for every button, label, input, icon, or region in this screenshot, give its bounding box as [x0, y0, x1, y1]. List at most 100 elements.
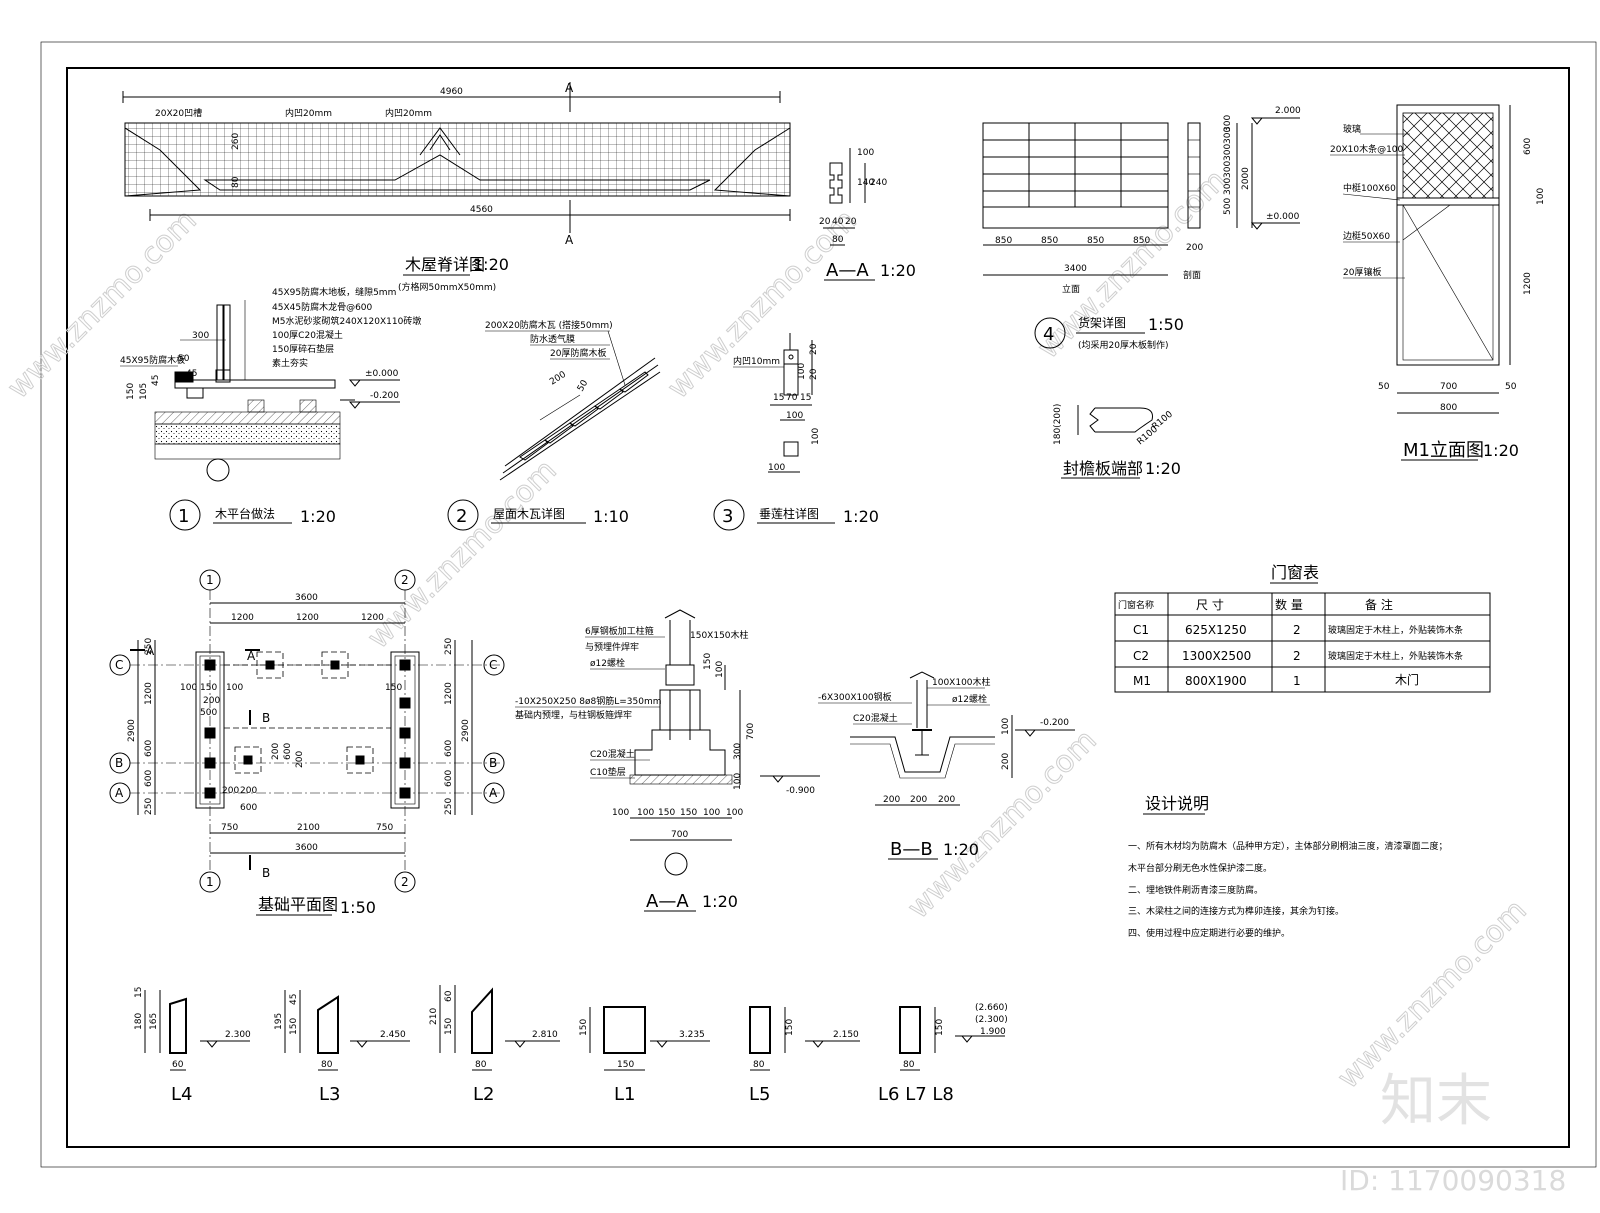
fp-inner-dim: 150 [385, 683, 402, 693]
beam-dim: 60 [444, 990, 454, 1002]
shelf-height: 500 [1223, 198, 1233, 215]
table-cell: 玻璃固定于木柱上，外贴装饰木条 [1328, 650, 1463, 662]
table-title: 门窗表 [1271, 563, 1319, 582]
table-header: 数 量 [1275, 597, 1303, 612]
detail1-layer: 45X95防腐木地板，缝隙5mm [272, 286, 396, 298]
shelf-height: 300 [1223, 161, 1233, 178]
watermark: www.znzmo.com www.znzmo.com www.znzmo.co… [0, 163, 1566, 1197]
fp-inner-dim: 600 [283, 743, 293, 760]
bb-label: -6X300X100钢板 [818, 691, 892, 703]
aa-label: ø12螺栓 [590, 657, 625, 669]
fp-dim-right: 600 [444, 740, 454, 757]
eave-title: 封檐板端部 [1063, 459, 1143, 478]
fp-dim-top: 1200 [361, 613, 384, 623]
aa-label: 与预埋件焊牢 [585, 641, 639, 653]
fp-section-a: A [247, 649, 256, 663]
fp-inner-dim: 100 [226, 683, 243, 693]
bb-dim: 200 [938, 795, 955, 805]
detail1-layer: 45X45防腐木龙骨@600 [272, 301, 373, 313]
fp-dim-bottom-total: 3600 [295, 843, 318, 853]
aa-dim: 150 [703, 653, 713, 670]
aa-small-dim: 40 [832, 217, 844, 227]
shelf-col-dim: 850 [1087, 236, 1104, 246]
bb-dim: 200 [883, 795, 900, 805]
bb-label: 100X100木柱 [932, 676, 991, 688]
eave-board-end: 180(200) R100 R100 封檐板端部 1:20 [1053, 404, 1181, 479]
table-cell: 玻璃固定于木柱上，外贴装饰木条 [1328, 624, 1463, 636]
beam-dim: 210 [429, 1008, 439, 1025]
fp-inner-dim: 500 [200, 708, 217, 718]
aa-small-dim: 20 [819, 217, 831, 227]
detail3-dim: 20 [809, 368, 819, 380]
m1-dim-right: 600 [1523, 138, 1533, 155]
detail2-scale: 1:10 [593, 507, 629, 526]
aa-foundation-section: 6厚钢板加工柱箍 与预埋件焊牢 ø12螺栓 150X150木柱 -10X250X… [515, 609, 820, 912]
detail-roof-tiles: 200X20防腐木瓦 (搭接50mm) 防水透气膜 20厚防腐木板 200 50… [447, 319, 661, 531]
table-cell: 1 [1293, 674, 1301, 688]
column-markers [204, 651, 411, 799]
bb-section: -6X300X100钢板 100X100木柱 ø12螺栓 C20混凝土 100 … [818, 671, 1075, 860]
aa-title: A—A [646, 891, 689, 912]
detail1-layer: 150厚碎石垫层 [272, 343, 334, 355]
beam-dim: 195 [274, 1013, 284, 1030]
axis-label-1: 1 [206, 573, 214, 587]
inner-frame [66, 67, 1570, 1148]
beam-width: 150 [617, 1060, 634, 1070]
aa-label: 6厚钢板加工柱箍 [585, 625, 654, 637]
notes-line: 一、所有木材均为防腐木（品种甲方定），主体部分刷桐油三度，清漆罩面二度； [1128, 840, 1448, 852]
outer-frame [40, 41, 1597, 1168]
detail2-layer: 防水透气膜 [530, 333, 575, 345]
m1-label: 边梃50X60 [1343, 230, 1390, 242]
detail1-layer: M5水泥砂浆砌筑240X120X110砖墩 [272, 315, 421, 327]
aa-dim: 100 [733, 773, 743, 790]
table-cell: C2 [1133, 649, 1149, 663]
ridge-dim-h2: 80 [231, 176, 241, 188]
m1-dim-right: 100 [1536, 188, 1546, 205]
beam-dim: 150 [444, 1018, 454, 1035]
watermark-site: www.znzmo.com [1031, 163, 1234, 366]
fp-title: 基础平面图 [258, 895, 338, 914]
beam-level: 2.810 [532, 1030, 558, 1040]
bb-scale: 1:20 [943, 840, 979, 859]
beam-l5: 150 2.150 80 L5 [749, 1006, 860, 1105]
detail-pendant-column: 20 100 20 内凹10mm 15 70 15 100 100 100 3 … [713, 333, 879, 531]
shelf-title: 货架详图 [1078, 315, 1126, 330]
detail2-layer: 20厚防腐木板 [550, 347, 606, 359]
detail1-number: 1 [178, 506, 189, 527]
aa-small-profile [829, 162, 843, 204]
beam-dim: 150 [935, 1019, 945, 1036]
fp-dim-left: 600 [144, 740, 154, 757]
detail1-dim: 105 [139, 383, 149, 400]
axis-label-c: C [115, 658, 123, 672]
design-notes: 设计说明 一、所有木材均为防腐木（品种甲方定），主体部分刷桐油三度，清漆罩面二度… [1128, 794, 1448, 939]
fp-inner-dim: 600 [240, 803, 257, 813]
watermark-id: ID: 1170090318 [1340, 1164, 1566, 1197]
aa-small-section: 100 140 240 20 40 20 80 A—A 1:20 [819, 148, 916, 281]
fp-dim-bottom: 750 [221, 823, 238, 833]
aa-dim: 100 [637, 808, 654, 818]
detail1-dim: 150 [126, 383, 136, 400]
beam-name: L6 L7 L8 [878, 1084, 954, 1105]
aa-dim: 100 [726, 808, 743, 818]
beam-dim: 180 [134, 1013, 144, 1030]
shelf-height: 300 [1223, 144, 1233, 161]
beam-dim: 15 [134, 987, 144, 998]
beam-level: 1.900 [980, 1027, 1006, 1037]
beam-l2: 210 150 60 2.810 80 L2 [429, 985, 560, 1105]
axis-label-a: A [115, 786, 124, 800]
detail3-label: 内凹10mm [733, 355, 780, 367]
detail1-dim: 45 [151, 375, 161, 386]
m1-label: 玻璃 [1343, 123, 1361, 135]
beam-dim: 150 [785, 1019, 795, 1036]
aa-dim: 100 [703, 808, 720, 818]
beam-dim: 165 [149, 1013, 159, 1030]
beam-name: L3 [319, 1084, 340, 1105]
m1-dim-bottom: 700 [1440, 382, 1457, 392]
detail1-scale: 1:20 [300, 507, 336, 526]
fp-section-b: B [262, 711, 270, 725]
beam-l4: 180 165 15 2.300 60 L4 [134, 987, 251, 1105]
eave-scale: 1:20 [1145, 459, 1181, 478]
beam-l1: 150 3.235 150 L1 [579, 1006, 710, 1105]
ridge-title: 木屋脊详图 [405, 255, 485, 274]
